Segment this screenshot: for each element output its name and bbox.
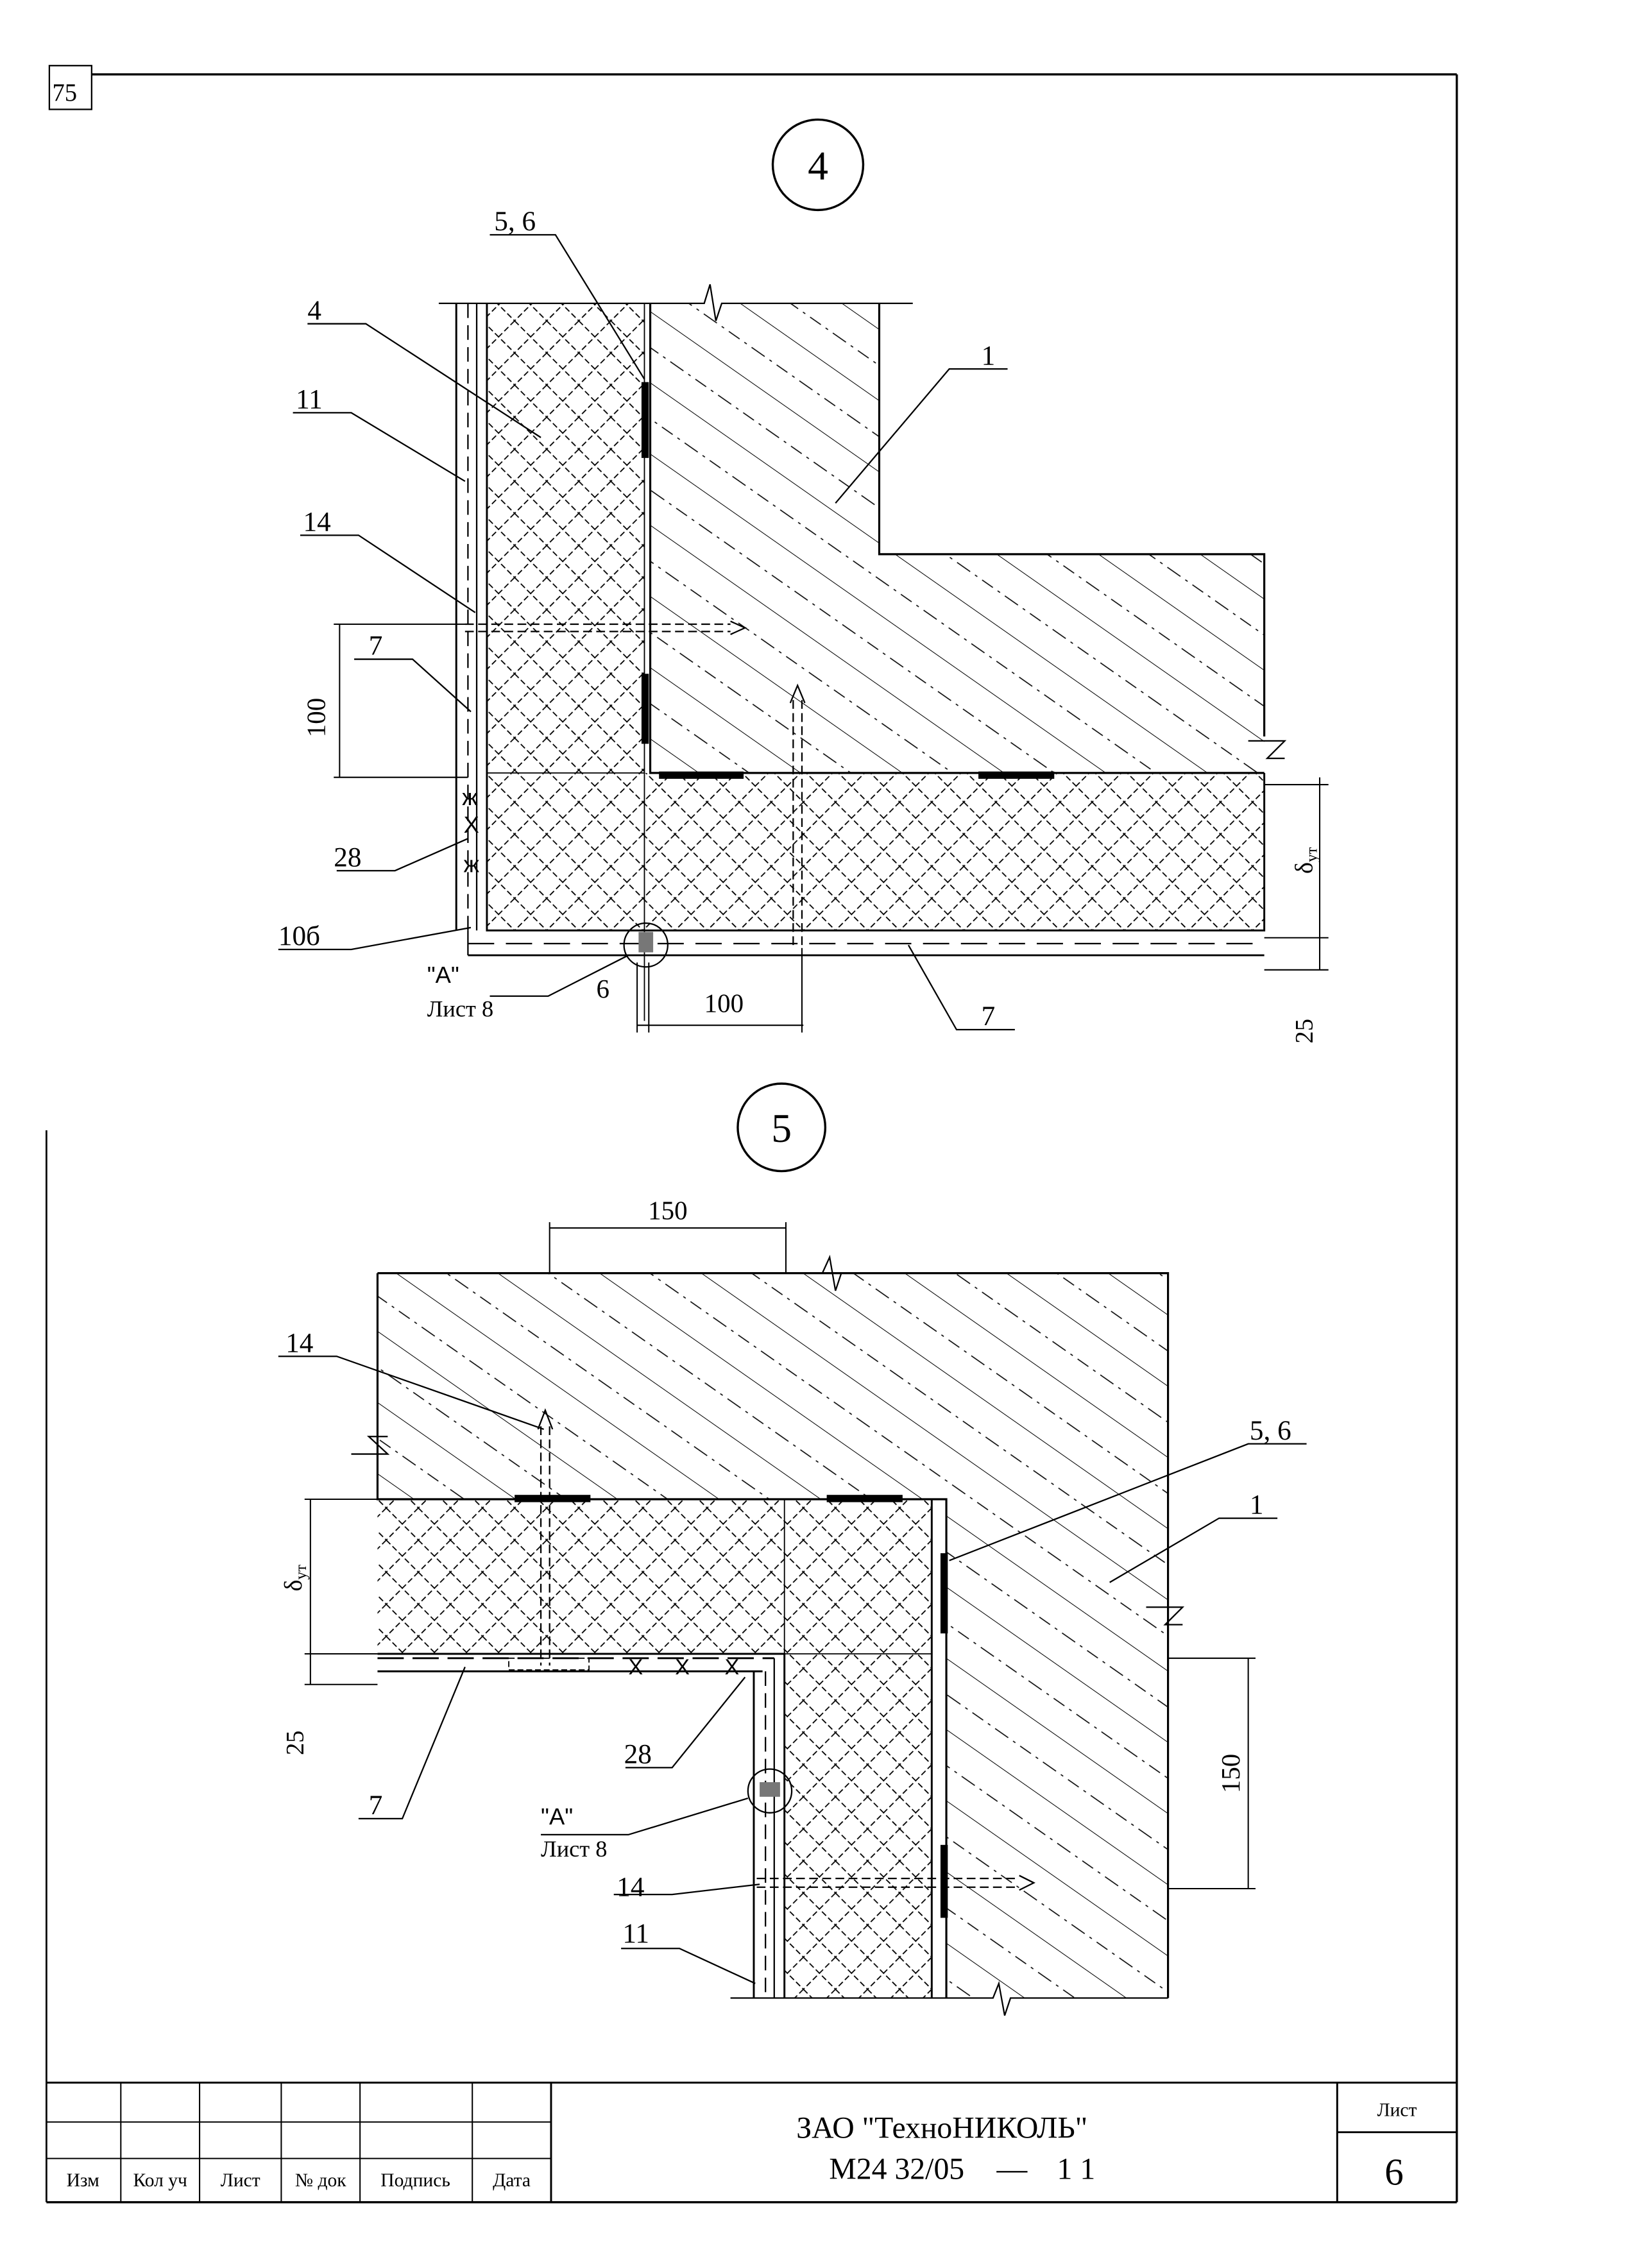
adhesive-strips	[515, 1495, 948, 1918]
callout-10b: 10б	[278, 921, 320, 951]
page-number-box: 75	[48, 65, 92, 110]
adhesive-strips	[641, 382, 1055, 779]
detail-a-circle	[623, 922, 668, 968]
detail-5-marker: 5	[737, 1082, 827, 1173]
callout-14b: 14	[617, 1872, 644, 1902]
svg-text:ж: ж	[462, 784, 478, 810]
anchor-vertical	[789, 683, 806, 948]
tb-col-doc: № док	[295, 2170, 346, 2191]
anchor-horizontal	[464, 620, 747, 635]
tb-col-list: Лист	[221, 2170, 260, 2191]
anchor-horizontal	[756, 1875, 1035, 1891]
detail-a-sheet: Лист 8	[427, 996, 493, 1022]
dim-150-right: 150	[1216, 1754, 1245, 1793]
dim-6: 6	[596, 974, 609, 1003]
callout-7: 7	[369, 631, 383, 661]
tb-col-signature: Подпись	[380, 2170, 450, 2191]
detail-5: 5 X X X	[278, 1082, 1307, 2016]
callout-5-6: 5, 6	[494, 207, 536, 237]
tb-doc-number: 1 1	[1057, 2152, 1096, 2186]
tb-col-date: Дата	[493, 2170, 531, 2191]
tb-doc-code: М24 32/05	[829, 2152, 964, 2186]
callout-1: 1	[1250, 1490, 1264, 1520]
callout-5-6: 5, 6	[1250, 1416, 1291, 1446]
dim-150-top: 150	[648, 1196, 687, 1225]
svg-text:X: X	[628, 1655, 643, 1679]
dimension-lines	[304, 1222, 1256, 1890]
callout-11: 11	[296, 385, 323, 415]
callout-7: 7	[369, 1790, 383, 1821]
dim-100-vertical: 100	[302, 698, 331, 737]
detail-4-marker: 4	[771, 118, 865, 212]
dim-25: 25	[1291, 1019, 1318, 1044]
svg-text:X: X	[725, 1655, 740, 1679]
detail-a-sheet: Лист 8	[541, 1836, 607, 1862]
vertical-insulation	[784, 1654, 932, 1998]
svg-text:ж: ж	[464, 851, 480, 877]
dimension-lines	[334, 623, 1329, 1033]
tb-doc-dash: —	[996, 2152, 1028, 2186]
concrete-wall	[650, 303, 1265, 773]
title-block: Изм Кол уч Лист № док Подпись Дата ЗАО "…	[46, 2081, 1457, 2202]
callout-14: 14	[285, 1328, 313, 1358]
anchor-vertical	[508, 1408, 590, 1671]
tb-organization: ЗАО "ТехноНИКОЛЬ"	[796, 2111, 1087, 2145]
callout-14: 14	[303, 507, 330, 538]
render-layer-vertical	[753, 1658, 775, 1998]
callout-11: 11	[622, 1919, 649, 1949]
tb-sheet-label: Лист	[1377, 2100, 1417, 2121]
vertical-insulation	[486, 303, 645, 773]
detail-a-circle	[747, 1768, 793, 1814]
callout-1: 1	[982, 341, 996, 371]
callout-28: 28	[624, 1740, 652, 1770]
tb-col-kol-uch: Кол уч	[133, 2170, 188, 2191]
horizontal-insulation	[377, 1499, 932, 1654]
render-layer-vertical	[455, 303, 478, 931]
detail-4: 4	[278, 118, 1329, 1044]
concrete-wall	[377, 1273, 1168, 1998]
callout-7b: 7	[982, 1001, 996, 1032]
dim-100-horizontal: 100	[704, 989, 744, 1018]
dim-delta-ut: δут	[280, 1565, 310, 1592]
callout-28: 28	[334, 842, 361, 872]
callout-4: 4	[307, 296, 321, 326]
tb-sheet-number: 6	[1384, 2151, 1404, 2193]
svg-text:5: 5	[771, 1105, 792, 1151]
render-layer-horizontal	[467, 930, 1265, 957]
svg-text:4: 4	[808, 143, 828, 189]
svg-text:X: X	[464, 812, 479, 838]
page-number: 75	[52, 80, 77, 106]
dim-25: 25	[282, 1730, 309, 1755]
detail-a-ref: "А"	[541, 1803, 573, 1830]
detail-a-ref: "А"	[427, 962, 459, 988]
dim-delta-ut: δут	[1291, 847, 1321, 874]
tb-col-izm: Изм	[67, 2170, 99, 2191]
svg-text:X: X	[675, 1655, 690, 1679]
horizontal-insulation	[486, 772, 1265, 931]
